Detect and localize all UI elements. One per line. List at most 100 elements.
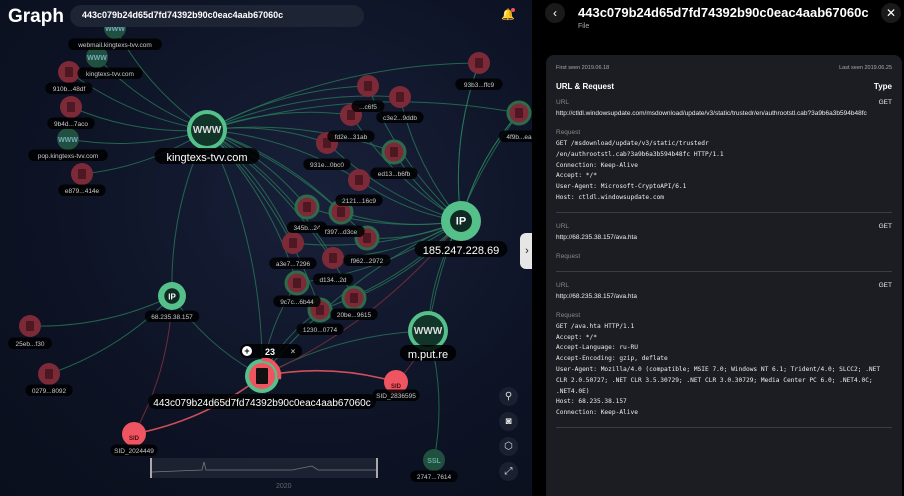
first-seen: First seen 2019.06.18 <box>556 65 610 71</box>
graph-node-file[interactable] <box>71 163 93 185</box>
notification-bell-icon[interactable]: 🔔 <box>501 8 515 21</box>
graph-title: Graph <box>8 6 64 27</box>
node-label-group: 910b...48df <box>45 82 93 94</box>
graph-node-file[interactable] <box>282 232 304 254</box>
node-label: a3e7...7296 <box>276 261 311 268</box>
url-value[interactable]: http://68.235.38.157/ava.hta <box>556 292 637 300</box>
file-icon <box>293 278 301 288</box>
graph-node-ssl[interactable]: SSL <box>423 449 445 471</box>
node-label-background <box>376 111 424 123</box>
search-input[interactable]: 443c079b24d65d7fd74392b90c0eac4aab67060c <box>70 5 364 27</box>
node-label: SID_2024449 <box>114 448 154 455</box>
graph-node-file[interactable] <box>357 75 379 97</box>
timeline-sparkline <box>152 461 376 473</box>
node-label-group: 931e...0bc0 <box>303 158 351 170</box>
node-label-group: fd2e...31ab <box>327 130 375 142</box>
network-icon[interactable]: ⬡ <box>499 437 518 456</box>
graph-node-ip[interactable]: IP <box>441 201 481 241</box>
graph-node-file[interactable] <box>328 199 354 225</box>
node-label-background <box>154 148 260 164</box>
node-label-background <box>273 295 321 307</box>
node-label-background <box>68 38 162 50</box>
location-pin-icon[interactable]: ⚲ <box>499 387 518 406</box>
graph-node-ip[interactable]: IP <box>158 282 186 310</box>
graph-node-file[interactable] <box>322 247 344 269</box>
method-type: GET <box>878 99 892 106</box>
graph-node-www[interactable]: WWW <box>408 311 448 351</box>
node-label-group: f397...d3ce <box>317 225 365 237</box>
graph-node-file[interactable] <box>381 139 407 165</box>
node-label-group: d134...2d <box>312 273 354 285</box>
graph-edge <box>206 129 368 239</box>
node-label: 9c7c...6b44 <box>280 299 314 306</box>
node-label-background <box>372 389 420 401</box>
node-label-group: 4f9b...ea <box>498 130 532 142</box>
ip-icon: IP <box>456 216 466 228</box>
graph-node-file[interactable] <box>60 96 82 118</box>
node-label-group: kingtexs-tvv.com <box>77 67 143 79</box>
file-icon <box>323 138 331 148</box>
graph-node-file[interactable] <box>294 194 320 220</box>
method-type: GET <box>878 222 892 230</box>
file-icon <box>329 253 337 263</box>
node-label-group: 2121...16c9 <box>335 194 383 206</box>
panel-subtitle: File <box>578 23 590 30</box>
node-label: f397...d3ce <box>325 229 358 236</box>
node-label-group: webmail.kingtexs-tvv.com <box>68 38 162 50</box>
graph-node-www[interactable]: WWW <box>187 110 227 150</box>
url-value[interactable]: http://68.235.38.157/ava.hta <box>556 233 637 241</box>
graph-node-file[interactable] <box>58 61 80 83</box>
graph-node-file[interactable] <box>19 315 41 337</box>
node-label-group: SID_2024449 <box>110 444 158 456</box>
close-badge-button[interactable]: × <box>291 347 296 356</box>
graph-node-file[interactable] <box>38 363 60 385</box>
section-title: URL & Request <box>556 82 615 91</box>
back-button[interactable]: ‹ <box>545 3 565 23</box>
graph-node-file[interactable] <box>389 86 411 108</box>
graph-node-file[interactable] <box>284 270 310 296</box>
close-button[interactable]: ✕ <box>881 3 901 23</box>
node-label-background <box>330 308 378 320</box>
graph-node-file[interactable] <box>341 285 367 311</box>
node-label: 931e...0bc0 <box>310 162 344 169</box>
graph-svg[interactable]: WWWWWWWWWWWWIPWWWIPSIDSIDSSLkingtexs-tvv… <box>0 0 532 496</box>
graph-edge <box>319 220 462 311</box>
graph-node-file[interactable] <box>506 100 532 126</box>
file-icon <box>364 81 372 91</box>
camera-icon[interactable]: ◙ <box>499 412 518 431</box>
graph-node-sid[interactable]: SID <box>384 370 408 394</box>
node-label-background <box>45 82 93 94</box>
node-label-group: SID_2836595 <box>372 389 420 401</box>
collapse-panel-handle[interactable]: › <box>520 233 532 269</box>
graph-node-www[interactable]: WWW <box>86 46 108 68</box>
node-label: d134...2d <box>319 277 346 284</box>
timeline-slider[interactable] <box>150 458 378 478</box>
connection-count: 23 <box>265 347 275 357</box>
node-label: 20be...9615 <box>337 312 372 319</box>
www-icon: WWW <box>58 137 78 144</box>
node-label-background <box>144 310 200 322</box>
graph-node-www[interactable]: WWW <box>57 128 79 150</box>
graph-edge <box>171 295 263 377</box>
node-label-background <box>455 78 503 90</box>
graph-node-file[interactable] <box>348 169 370 191</box>
graph-edge <box>67 129 208 144</box>
graph-node-center[interactable] <box>245 356 282 393</box>
url-value[interactable]: http://ctldl.windowsupdate.com/msdownloa… <box>556 110 867 117</box>
file-icon <box>45 369 53 379</box>
node-label-group: 185.247.228.69 <box>414 241 508 257</box>
node-label: webmail.kingtexs-tvv.com <box>77 42 152 49</box>
graph-node-sid[interactable]: SID <box>122 422 146 446</box>
node-label: m.put.re <box>408 349 448 361</box>
fullscreen-icon[interactable]: ⤢ <box>499 462 518 481</box>
node-label-background <box>312 273 354 285</box>
add-icon[interactable]: + <box>244 346 249 356</box>
graph-node-file[interactable] <box>468 52 490 74</box>
file-icon <box>347 110 355 120</box>
add-button[interactable] <box>242 346 252 356</box>
